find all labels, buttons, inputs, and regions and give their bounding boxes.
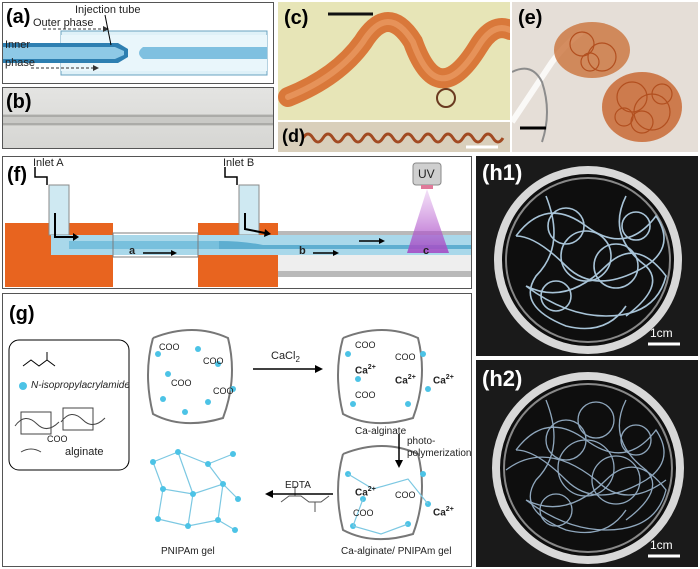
panel-c: (c): [278, 2, 510, 120]
alginate-label: alginate: [65, 446, 104, 458]
inner-phase-label-1: Inner: [5, 39, 31, 51]
panel-b-label: (b): [6, 91, 32, 113]
micrograph-fiber: [3, 114, 273, 126]
outer-phase-label: Outer phase: [33, 17, 94, 29]
gel-chemistry-scheme: [8, 329, 431, 541]
coo-label: COO: [159, 342, 180, 352]
h1-scale-label: 1cm: [650, 326, 673, 340]
coo-label: COO: [213, 386, 234, 396]
panel-d: (d): [278, 122, 510, 152]
panel-f: (f) Inlet A Inlet B UV a b c: [2, 156, 472, 289]
ca-ion-label: Ca2+: [355, 486, 376, 499]
orange-fiber-coil: [278, 12, 510, 108]
coo-label: COO: [395, 352, 416, 362]
ca-ion-label: Ca2+: [355, 364, 376, 377]
capillary-diagram: [3, 14, 268, 76]
panel-b: (b): [2, 87, 274, 149]
segment-b-label: b: [299, 245, 306, 257]
segment-a-label: a: [129, 245, 136, 257]
monomer-label: N-isopropylacrylamide: [31, 380, 130, 391]
petri-dish-fibers-1: [494, 166, 682, 354]
inner-phase-label-2: phase: [5, 57, 35, 69]
panel-g: (g) N-isopropylacrylamide alginate CaCl2…: [2, 293, 472, 567]
coo-label: COO: [353, 508, 374, 518]
panel-h2: (h2) 1cm: [476, 360, 698, 567]
panel-h2-label: (h2): [482, 366, 523, 391]
inlet-a-label: Inlet A: [33, 157, 64, 169]
cacl2-label: CaCl2: [271, 350, 300, 365]
ca-ion-label: Ca2+: [395, 374, 416, 387]
coo-label: COO: [171, 378, 192, 388]
panel-g-label: (g): [9, 303, 35, 325]
panel-c-label: (c): [284, 7, 309, 29]
h2-scale-label: 1cm: [650, 538, 673, 552]
coo-label: COO: [203, 356, 224, 366]
ca-alginate-pnipam-label: Ca-alginate/ PNIPAm gel: [341, 546, 452, 557]
panel-e: (e): [512, 2, 698, 152]
panel-d-label: (d): [282, 126, 305, 146]
segment-c-label: c: [423, 245, 430, 257]
ca-ion-label: Ca2+: [433, 506, 454, 519]
coo-label: COO: [395, 490, 416, 500]
panel-a-label: (a): [6, 6, 31, 28]
photo-label-1: photo-: [407, 436, 436, 447]
ca-alginate-label: Ca-alginate: [355, 426, 407, 437]
photo-label-2: polymerization: [407, 448, 472, 459]
panel-a: (a) Injection tube Outer phase Inner pha…: [2, 2, 274, 84]
uv-label: UV: [418, 167, 435, 181]
fiber-bundle-photo: [512, 22, 682, 143]
edta-label: EDTA: [285, 480, 311, 491]
panel-h1: (h1) 1cm: [476, 156, 698, 356]
ca-ion-label: Ca2+: [433, 374, 454, 387]
coo-label: COO: [355, 340, 376, 350]
helical-fiber: [301, 132, 505, 149]
inlet-b-label: Inlet B: [223, 157, 255, 169]
coo-label: COO: [355, 390, 376, 400]
microfluidic-device-diagram: [5, 162, 471, 287]
pnipam-gel-label: PNIPAm gel: [161, 546, 215, 557]
panel-h1-label: (h1): [482, 160, 523, 185]
petri-dish-fibers-2: [492, 372, 684, 564]
panel-f-label: (f): [7, 164, 27, 186]
injection-tube-label: Injection tube: [75, 4, 141, 16]
coo-label: COO: [47, 434, 68, 444]
panel-e-label: (e): [518, 7, 543, 29]
